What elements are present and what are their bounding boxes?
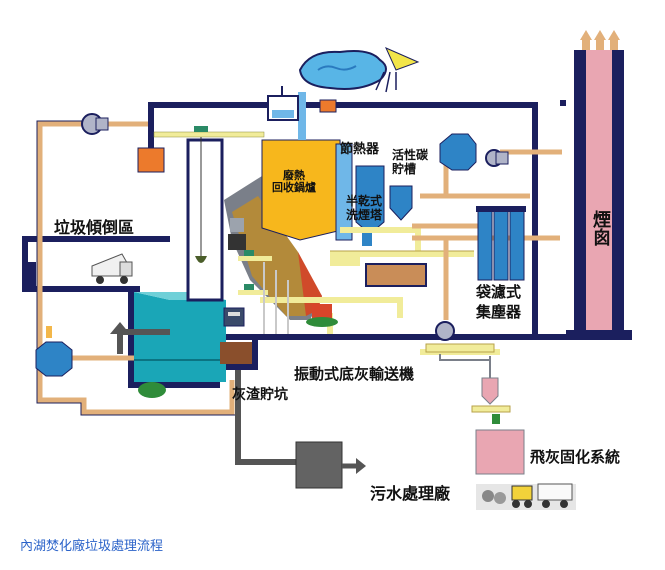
ash-conveyor <box>425 321 495 353</box>
air-duct-left-outline <box>36 120 235 416</box>
gray-return-arrow <box>110 322 170 354</box>
wastewater-flow <box>235 370 366 489</box>
label-dumping-area: 垃圾傾倒區 <box>54 218 135 237</box>
pit-pump-icon <box>138 382 166 398</box>
bulldozer-icon <box>511 485 533 508</box>
label-activated-carbon-tank: 活性碳 貯槽 <box>392 148 429 176</box>
economizer-column <box>335 143 353 241</box>
dump-truck-icon <box>91 253 133 284</box>
burner <box>306 304 338 327</box>
label-chimney: 煙囪 <box>590 210 611 246</box>
fly-ash-system <box>471 356 576 510</box>
bunker-shaft <box>186 138 224 302</box>
truck-icon <box>537 483 573 508</box>
label-ash-pit: 灰渣貯坑 <box>232 387 288 403</box>
carbon-tank <box>389 185 413 221</box>
label-wastewater-plant: 污水處理廠 <box>370 484 451 503</box>
label-vibrating-ash-conveyor: 振動式底灰輸送機 <box>294 365 415 383</box>
label-waste-heat-boiler: 廢熱 回收鍋爐 <box>272 169 316 194</box>
label-bag-filter: 袋濾式 集塵器 <box>476 283 522 321</box>
crane-grab-icon <box>195 256 207 263</box>
label-fly-ash-system: 飛灰固化系統 <box>530 448 621 466</box>
left-fan-icon <box>81 113 109 135</box>
diagram-caption: 內湖焚化廠垃圾處理流程 <box>20 539 164 554</box>
left-blower-icon <box>35 326 73 377</box>
bag-filter <box>476 206 526 281</box>
duct-junction <box>330 254 360 266</box>
label-semi-dry-scrubber: 半乾式 洗煙塔 <box>346 194 383 222</box>
fly-ash-arrow <box>439 354 490 361</box>
right-blower-icon <box>439 133 509 171</box>
garbage-bunker <box>134 292 226 382</box>
label-economizer: 節熱器 <box>340 142 380 157</box>
grate-supports <box>263 262 289 334</box>
crane-cabin <box>137 147 165 173</box>
ash-pit-fill <box>220 342 252 364</box>
ash-bin <box>365 263 427 287</box>
chimney-structure <box>560 30 632 340</box>
umbrella-icon <box>375 47 420 93</box>
small-equipment <box>223 234 272 327</box>
lake-icon <box>298 50 387 90</box>
boiler <box>261 86 343 241</box>
